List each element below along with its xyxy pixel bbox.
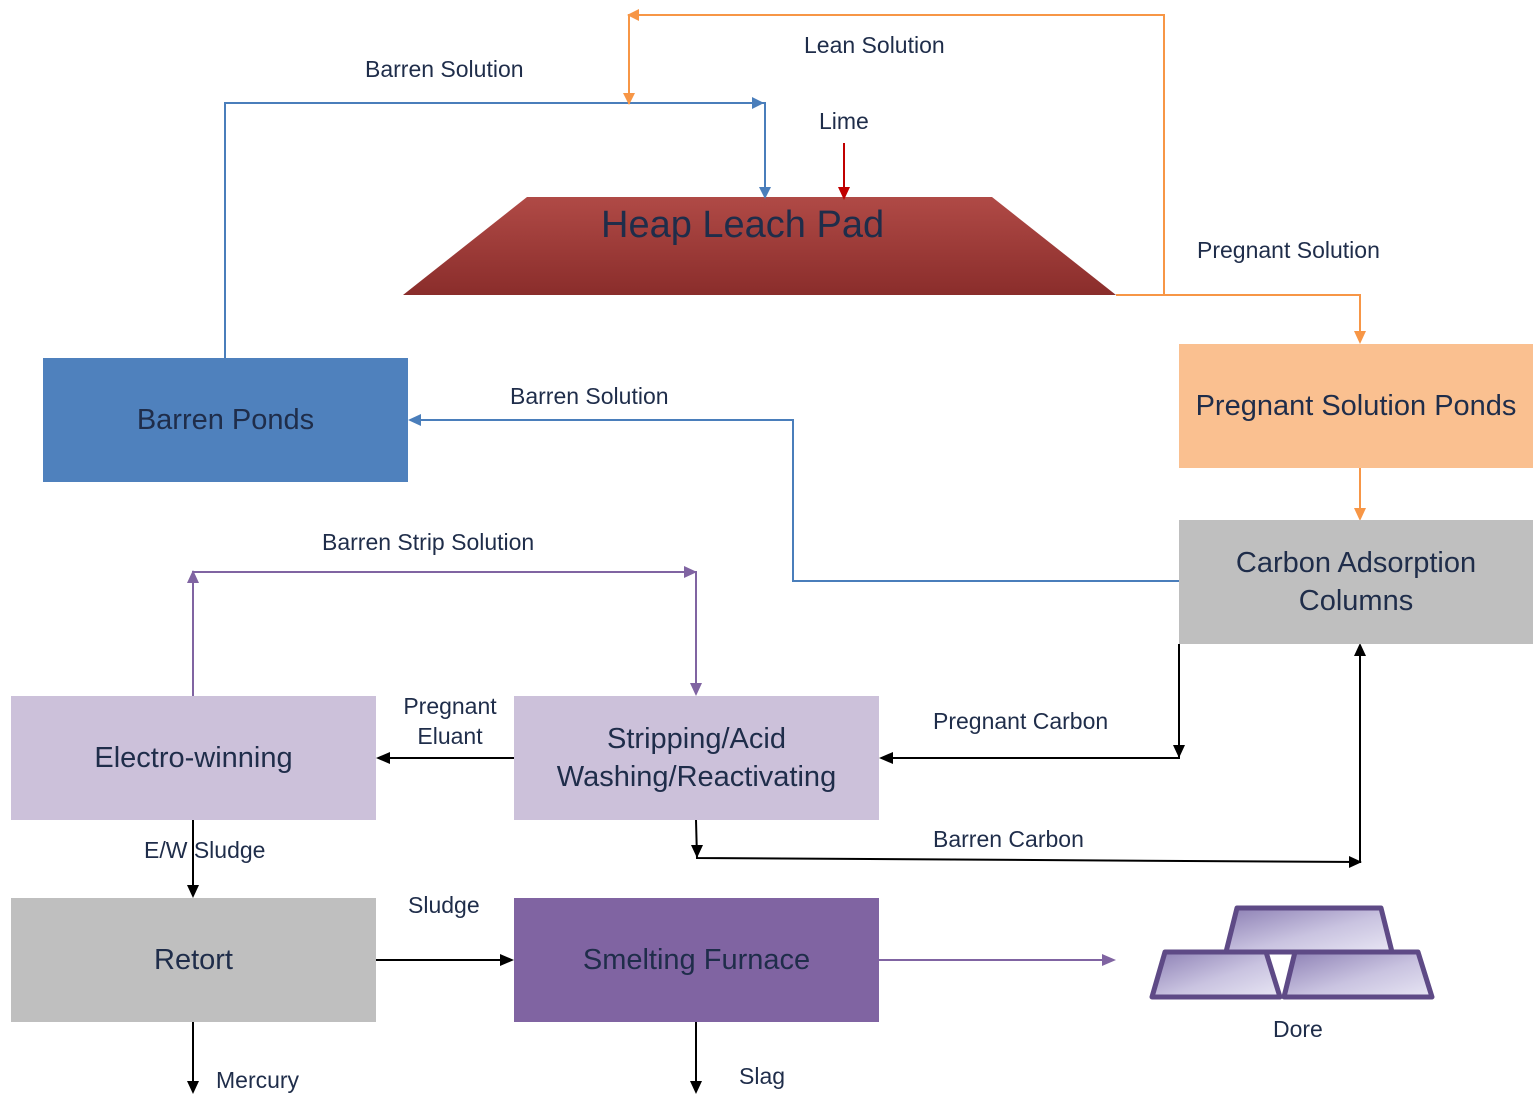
slag-arrow xyxy=(690,1081,702,1094)
mercury-label: Mercury xyxy=(216,1067,300,1093)
pregnant-solution-ponds-box: Pregnant Solution Ponds xyxy=(1179,344,1533,468)
barren-strip-arrow-down xyxy=(690,683,702,696)
barren-solution-line xyxy=(224,102,766,358)
pregnant-solution-line xyxy=(1164,294,1361,333)
barren-carbon-line xyxy=(695,655,1361,864)
barren-carbon-arrow-up xyxy=(1354,643,1366,656)
ew-sludge-label: E/W Sludge xyxy=(144,837,266,863)
pregnant-solution-label: Pregnant Solution xyxy=(1197,237,1380,263)
barren-solution-mid-label: Barren Solution xyxy=(510,383,669,409)
pregnant-carbon-arrow-down xyxy=(1173,745,1185,758)
dore-bars-icon xyxy=(1149,905,1435,1000)
retort-box: Retort xyxy=(11,898,376,1022)
barren-strip-solution-label: Barren Strip Solution xyxy=(322,529,535,555)
barren-solution-return-line xyxy=(418,419,1179,582)
pregnant-eluant-line-2: Eluant xyxy=(417,723,483,749)
dore-arrow xyxy=(1102,954,1116,966)
barren-strip-arrow-right xyxy=(684,566,697,578)
sludge-label: Sludge xyxy=(408,892,480,918)
pregnant-solution-arrow xyxy=(1354,331,1366,344)
heap-leach-pad-label: Heap Leach Pad xyxy=(601,204,885,246)
ew-sludge-arrow xyxy=(187,885,199,898)
barren-carbon-arrow-down xyxy=(691,845,703,858)
stripping-box: Stripping/Acid Washing/Reactivating xyxy=(514,696,879,820)
sludge-arrow xyxy=(500,954,514,966)
barren-carbon-arrow-right xyxy=(1349,856,1362,868)
smelting-furnace-box: Smelting Furnace xyxy=(514,898,879,1022)
barren-solution-arrow-right xyxy=(752,97,764,109)
barren-solution-arrow-down xyxy=(759,187,771,199)
carbon-adsorption-columns-box: Carbon Adsorption Columns xyxy=(1179,520,1533,644)
barren-ponds-box: Barren Ponds xyxy=(43,358,408,482)
pregnant-eluant-label: Pregnant Eluant xyxy=(395,691,505,751)
barren-strip-line xyxy=(192,571,697,696)
slag-label: Slag xyxy=(739,1063,786,1089)
heap-leach-pad-shape xyxy=(403,197,1116,295)
lime-arrow xyxy=(838,187,850,200)
lean-solution-label: Lean Solution xyxy=(804,32,945,58)
barren-solution-top-label: Barren Solution xyxy=(365,56,524,82)
pregnant-eluant-arrow xyxy=(376,752,390,764)
pregnant-carbon-line xyxy=(891,644,1180,759)
lean-solution-arrow-left xyxy=(627,9,639,21)
electro-winning-box: Electro-winning xyxy=(11,696,376,820)
dore-label: Dore xyxy=(1273,1016,1323,1042)
lean-solution-line xyxy=(628,14,1165,296)
lean-solution-arrow-down xyxy=(623,93,635,105)
barren-carbon-label: Barren Carbon xyxy=(933,826,1084,852)
lime-label: Lime xyxy=(819,108,869,134)
barren-solution-return-arrow xyxy=(408,414,421,426)
barren-strip-arrow-up xyxy=(187,570,199,583)
pregnant-carbon-arrow-left xyxy=(879,752,893,764)
mercury-arrow xyxy=(187,1081,199,1094)
ponds-to-columns-arrow xyxy=(1354,508,1366,521)
pregnant-eluant-line-1: Pregnant xyxy=(403,693,497,719)
pregnant-carbon-label: Pregnant Carbon xyxy=(933,708,1109,734)
